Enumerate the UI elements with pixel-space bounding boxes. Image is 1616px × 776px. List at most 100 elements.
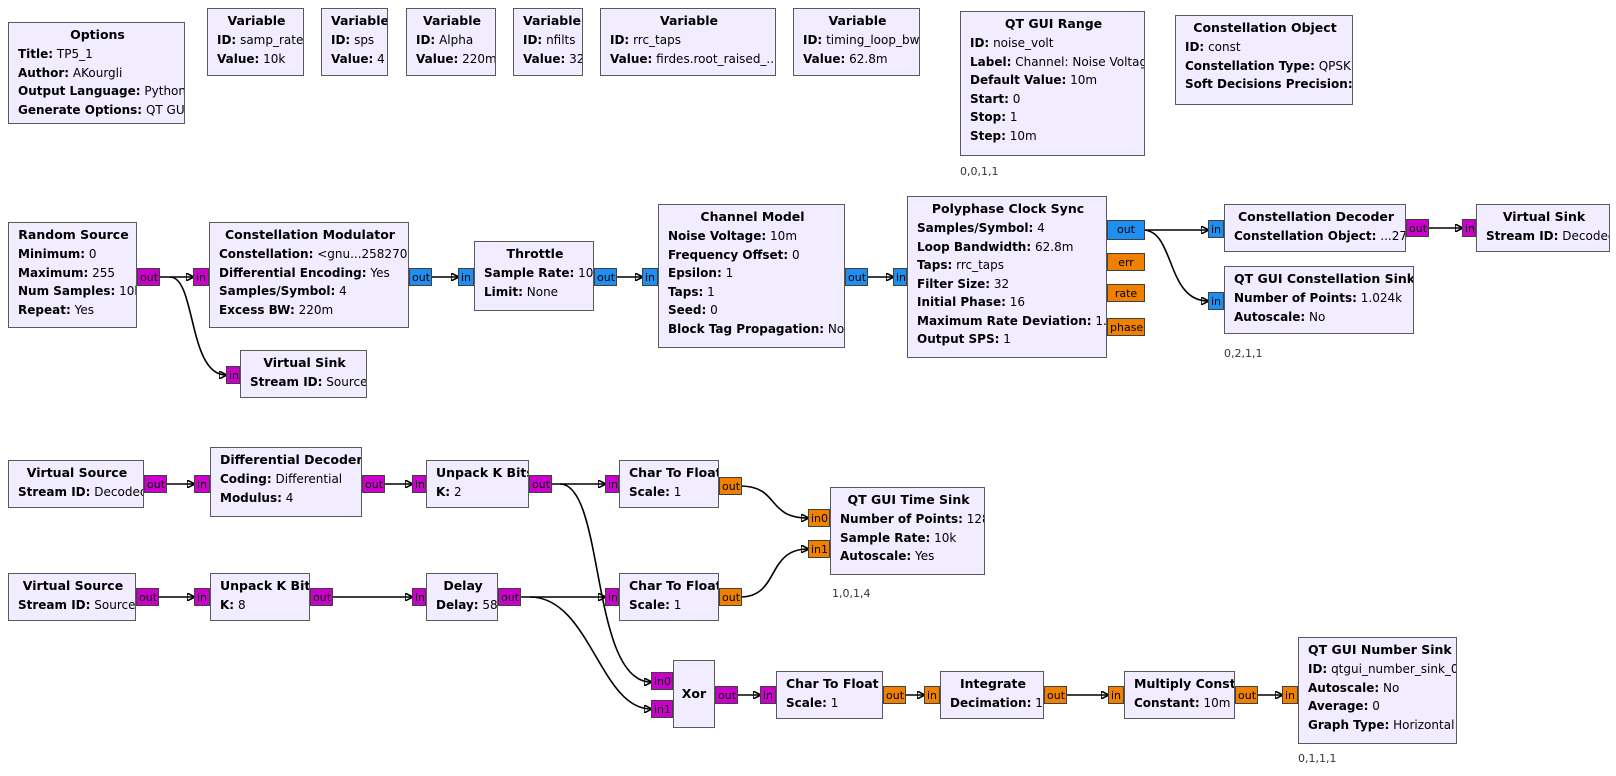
constellation-decoder-block[interactable]: Constellation Decoder Constellation Obje… (1224, 204, 1406, 252)
qt-gui-number-sink-block[interactable]: QT GUI Number Sink ID: qtgui_number_sink… (1298, 637, 1457, 744)
in-port[interactable]: in (458, 268, 474, 286)
param-row: Value: 220m (416, 51, 496, 66)
variable-rrc-taps-block[interactable]: Variable ID: rrc_taps Value: firdes.root… (600, 8, 776, 76)
in-port[interactable]: in (193, 268, 209, 286)
param-row: Stream ID: Source (18, 598, 136, 612)
param-row: Constant: 10m (1134, 696, 1231, 710)
param-row: ID: qtgui_number_sink_0 (1308, 662, 1457, 676)
param-row: Value: 62.8m (803, 51, 888, 66)
param-row: Value: 10k (217, 51, 286, 66)
char-to-float-2-block[interactable]: Char To Float Scale: 1 (619, 573, 719, 621)
out-port[interactable]: out (715, 686, 738, 704)
variable-timing-loop-bw-block[interactable]: Variable ID: timing_loop_bw Value: 62.8m (793, 8, 920, 76)
param-row: ID: nfilts (523, 33, 576, 47)
delay-block[interactable]: Delay Delay: 58 (426, 573, 498, 621)
block-title: Unpack K Bits (436, 465, 529, 480)
param-row: Sample Rate: 10k (484, 266, 594, 280)
out-port[interactable]: out (1235, 686, 1258, 704)
in-port[interactable]: in (760, 686, 776, 704)
out-port[interactable]: out (136, 588, 159, 606)
in-port[interactable]: in (1208, 292, 1224, 310)
integrate-block[interactable]: Integrate Decimation: 100 (940, 671, 1044, 719)
out-port[interactable]: out (362, 475, 385, 493)
phase-port[interactable]: phase (1107, 318, 1145, 336)
block-title: Constellation Object (1193, 20, 1337, 35)
out-port[interactable]: out (137, 268, 160, 286)
qt-gui-range-block[interactable]: QT GUI Range ID: noise_volt Label: Chann… (960, 11, 1145, 156)
unpack-k-bits-2-block[interactable]: Unpack K Bits K: 2 (426, 460, 529, 508)
variable-samp-rate-block[interactable]: Variable ID: samp_rate Value: 10k (207, 8, 304, 76)
in1-port[interactable]: in1 (808, 540, 830, 558)
in-port[interactable]: in (1108, 686, 1124, 704)
err-port[interactable]: err (1107, 253, 1145, 271)
virtual-sink-source-block[interactable]: Virtual Sink Stream ID: Source (240, 350, 367, 398)
out-port[interactable]: out (883, 686, 906, 704)
out-port[interactable]: out (845, 268, 868, 286)
block-title: Random Source (18, 227, 129, 242)
out-port[interactable]: out (1107, 220, 1145, 240)
out-port[interactable]: out (498, 588, 521, 606)
variable-nfilts-block[interactable]: Variable ID: nfilts Value: 32 (513, 8, 583, 76)
polyphase-clock-sync-block[interactable]: Polyphase Clock Sync Samples/Symbol: 4 L… (907, 196, 1107, 358)
virtual-sink-decoded-block[interactable]: Virtual Sink Stream ID: Decoded (1476, 204, 1610, 252)
out-port[interactable]: out (594, 268, 617, 286)
out-port[interactable]: out (310, 588, 333, 606)
differential-decoder-block[interactable]: Differential Decoder Coding: Differentia… (210, 447, 362, 517)
in-port[interactable]: in (605, 588, 619, 606)
block-title: Variable (659, 13, 719, 28)
in1-port[interactable]: in1 (651, 700, 673, 718)
param-row: Samples/Symbol: 4 (219, 284, 347, 298)
virtual-source-source-block[interactable]: Virtual Source Stream ID: Source (8, 573, 136, 621)
out-port[interactable]: out (144, 475, 167, 493)
param-row: Maximum Rate Deviation: 1.5 (917, 313, 1107, 328)
multiply-const-block[interactable]: Multiply Const Constant: 10m (1124, 671, 1235, 719)
out-port[interactable]: out (1044, 686, 1067, 704)
unpack-k-bits-8-block[interactable]: Unpack K Bits K: 8 (210, 573, 310, 621)
out-port[interactable]: out (529, 475, 552, 493)
char-to-float-1-block[interactable]: Char To Float Scale: 1 (619, 460, 719, 508)
out-port[interactable]: out (409, 268, 432, 286)
random-source-block[interactable]: Random Source Minimum: 0 Maximum: 255 Nu… (8, 222, 137, 328)
grid-position-label: 0,1,1,1 (1298, 752, 1337, 765)
param-row: Limit: None (484, 284, 559, 299)
qt-gui-time-sink-block[interactable]: QT GUI Time Sink Number of Points: 128 S… (830, 487, 985, 575)
in-port[interactable]: in (412, 475, 426, 493)
out-port[interactable]: out (719, 477, 742, 495)
variable-sps-block[interactable]: Variable ID: sps Value: 4 (321, 8, 388, 76)
block-title: QT GUI Number Sink (1308, 642, 1452, 657)
in-port[interactable]: in (924, 686, 940, 704)
in-port[interactable]: in (194, 588, 210, 606)
options-block[interactable]: Options Title: TP5_1 Author: AKourgli Ou… (8, 22, 185, 124)
param-row: Noise Voltage: 10m (668, 229, 798, 243)
in-port[interactable]: in (605, 475, 619, 493)
in-port[interactable]: in (194, 475, 210, 493)
channel-model-block[interactable]: Channel Model Noise Voltage: 10m Frequen… (658, 204, 845, 348)
char-to-float-3-block[interactable]: Char To Float Scale: 1 (776, 671, 883, 719)
constellation-modulator-block[interactable]: Constellation Modulator Constellation: <… (209, 222, 409, 328)
block-title: Xor (681, 686, 707, 701)
qt-gui-constellation-sink-block[interactable]: QT GUI Constellation Sink Number of Poin… (1224, 266, 1414, 334)
in0-port[interactable]: in0 (651, 672, 673, 690)
in-port[interactable]: in (1208, 220, 1224, 238)
in-port[interactable]: in (1282, 686, 1298, 704)
xor-block[interactable]: Xor (673, 660, 715, 728)
in-port[interactable]: in (226, 366, 240, 384)
out-port[interactable]: out (1406, 219, 1429, 237)
in-port[interactable]: in (642, 268, 658, 286)
virtual-source-decoded-block[interactable]: Virtual Source Stream ID: Decoded (8, 460, 144, 508)
param-row: ID: Alpha (416, 33, 474, 47)
out-port[interactable]: out (719, 588, 742, 606)
block-title: Constellation Modulator (225, 227, 395, 242)
param-row: Graph Type: Horizontal (1308, 717, 1455, 732)
variable-alpha-block[interactable]: Variable ID: Alpha Value: 220m (406, 8, 496, 76)
in0-port[interactable]: in0 (808, 509, 830, 527)
constellation-object-block[interactable]: Constellation Object ID: const Constella… (1175, 15, 1353, 105)
in-port[interactable]: in (1462, 219, 1476, 237)
in-port[interactable]: in (412, 588, 426, 606)
throttle-block[interactable]: Throttle Sample Rate: 10k Limit: None (474, 241, 594, 311)
param-row: Output Language: Python (18, 84, 185, 98)
in-port[interactable]: in (893, 268, 907, 286)
rate-port[interactable]: rate (1107, 284, 1145, 302)
